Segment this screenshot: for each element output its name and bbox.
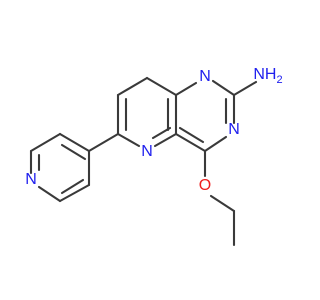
amine-nh-text: NH <box>253 66 276 83</box>
bond-o-ch2 <box>209 194 236 213</box>
bond-n5-c4a <box>153 132 178 148</box>
bond-c8a-n1 <box>174 81 198 97</box>
bond-n3-c4 <box>203 135 228 153</box>
bond-c8-c7 <box>116 76 149 97</box>
bond-c8a-c8 <box>145 76 178 97</box>
bond-c6-n5 <box>116 132 141 148</box>
molecule-structure-diagram: N N N N O NH2 <box>25 66 283 247</box>
atom-o-ethoxy: O <box>199 177 211 194</box>
atom-n-pyrimidine-right: N <box>228 121 240 138</box>
atom-n-pyridine-fused: N <box>141 143 153 160</box>
atom-n-pyridyl: N <box>25 171 37 188</box>
atom-n-pyrimidine-top: N <box>199 68 211 85</box>
atom-amine-label: NH2 <box>253 66 282 86</box>
bond-py-c4-c3-inner <box>60 143 87 161</box>
bond-c6-pyridyl <box>87 132 120 153</box>
amine-subscript: 2 <box>276 74 282 86</box>
bond-c4-c4a-inner <box>178 126 205 144</box>
bond-n1-c2 <box>211 79 236 97</box>
bond-n5-c4a-inner <box>151 126 172 140</box>
bond-c4-c4a <box>174 132 207 153</box>
bond-py-c4-c3 <box>58 132 91 153</box>
bond-py-c6-c5-inner <box>60 178 85 195</box>
bond-py-c3-c2 <box>29 132 62 153</box>
bond-py-c6-c5 <box>58 183 91 203</box>
bond-c2-nh2 <box>232 80 258 97</box>
bond-py-n1-c6 <box>37 185 62 203</box>
atom-labels: N N N N O NH2 <box>25 66 282 194</box>
bond-lines <box>29 76 258 247</box>
